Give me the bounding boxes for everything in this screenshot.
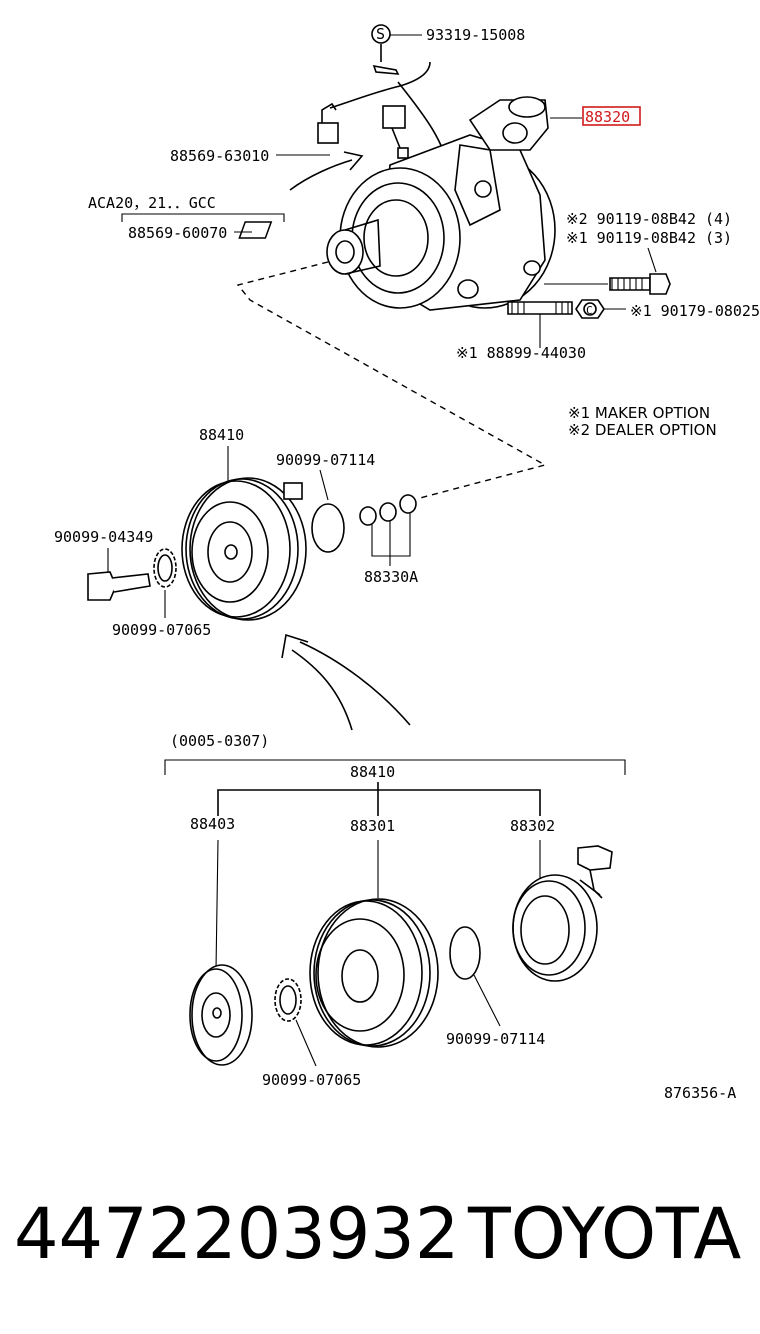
label-88320[interactable]: 88320 — [585, 108, 630, 126]
label-88403[interactable]: 88403 — [190, 815, 235, 833]
label-90119-2[interactable]: ※2 90119-08B42 (4) — [566, 210, 732, 228]
label-90099-07114-bottom[interactable]: 90099-07114 — [446, 1030, 545, 1048]
projection-dashed-line — [236, 261, 547, 499]
label-date-range[interactable]: (0005-0307) — [170, 732, 269, 750]
label-90099-04349[interactable]: 90099-04349 — [54, 528, 153, 546]
label-88410-bottom[interactable]: 88410 — [350, 763, 395, 781]
diagram-id: 876356-A — [664, 1084, 736, 1102]
label-93319-15008[interactable]: 93319-15008 — [426, 26, 525, 44]
label-88410-top[interactable]: 88410 — [199, 426, 244, 444]
compressor-assembly: S 93319-15008 88569-63010 ACA20，21．．GCC … — [88, 24, 760, 439]
s-symbol: S — [376, 25, 385, 43]
label-90099-07065-bottom[interactable]: 90099-07065 — [262, 1071, 361, 1089]
clutch-exploded-view: 88410 90099-07114 88330A 90099-04349 900… — [54, 426, 418, 731]
legend-maker-option: ※1 MAKER OPTION — [568, 404, 710, 422]
s-symbol-circle — [371, 24, 391, 44]
label-90099-07065-top[interactable]: 90099-07065 — [112, 621, 211, 639]
label-88569-63010[interactable]: 88569-63010 — [170, 147, 269, 165]
label-88899-44030[interactable]: ※1 88899-44030 — [456, 344, 586, 362]
label-90099-07114-top[interactable]: 90099-07114 — [276, 451, 375, 469]
clutch-subassembly: (0005-0307) 88410 88403 88301 88302 — [164, 732, 736, 1102]
label-88330a[interactable]: 88330A — [364, 568, 418, 586]
label-90179-08025[interactable]: ※1 90179-08025 — [630, 302, 760, 320]
c-symbol: C — [586, 304, 593, 317]
brand-name: TOYOTA — [467, 1193, 741, 1275]
label-88302[interactable]: 88302 — [510, 817, 555, 835]
part-number: 4472203932 — [14, 1193, 459, 1275]
highlight-box — [582, 106, 641, 126]
label-90119-1[interactable]: ※1 90119-08B42 (3) — [566, 229, 732, 247]
label-88569-60070[interactable]: 88569-60070 — [128, 224, 227, 242]
label-88301[interactable]: 88301 — [350, 817, 395, 835]
label-aca20-21-gcc[interactable]: ACA20，21．．GCC — [88, 194, 216, 212]
legend-dealer-option: ※2 DEALER OPTION — [568, 421, 717, 439]
